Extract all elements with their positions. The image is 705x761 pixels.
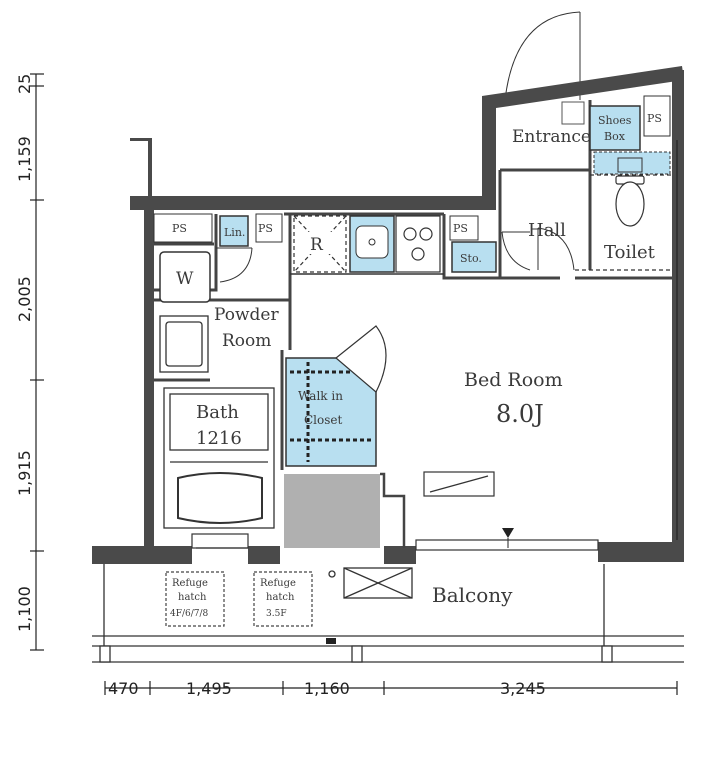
- bath-size-label: 1216: [196, 428, 242, 449]
- entrance-label: Entrance: [512, 127, 591, 147]
- bathtub-room: [163, 387, 275, 529]
- refrigerator-label: R: [310, 235, 324, 255]
- ps-label-hall: PS: [453, 222, 468, 235]
- balcony-posts: [99, 645, 613, 663]
- toilet-counter: [593, 151, 671, 175]
- storage-closet: [451, 241, 497, 273]
- ac-unit: [423, 471, 495, 497]
- closet-door: [335, 325, 387, 393]
- stair-step-wall: [380, 472, 406, 548]
- toilet-bowl: [615, 175, 645, 227]
- ps-label-left: PS: [172, 222, 187, 235]
- ps-box-middle: [255, 213, 283, 243]
- powder-room-door: [216, 247, 253, 283]
- shoes-box-label-1: Shoes: [598, 114, 632, 127]
- walk-in-closet: [285, 357, 377, 467]
- dim-h-3245: 3,245: [500, 679, 546, 698]
- ps-label-middle: PS: [258, 222, 273, 235]
- dim-h-1160: 1,160: [304, 679, 350, 698]
- balcony-outline: [92, 564, 684, 663]
- stove: [395, 215, 441, 273]
- hatch-left-line1: Refuge: [172, 578, 208, 589]
- ps-label-top-right: PS: [647, 112, 662, 125]
- hatch-right-line2: hatch: [266, 592, 295, 603]
- bed-room-size: 8.0J: [496, 400, 544, 428]
- dim-v-2005: 2,005: [15, 276, 34, 322]
- shoes-box-label-2: Box: [604, 130, 626, 143]
- hall-label: Hall: [528, 220, 566, 241]
- bed-room-label: Bed Room: [464, 369, 563, 391]
- bottom-windows: [191, 533, 599, 551]
- dim-h-1495: 1,495: [186, 679, 232, 698]
- kitchen-sink: [349, 215, 395, 273]
- entrance-step: [561, 101, 585, 125]
- hatch-left-line2: hatch: [178, 592, 207, 603]
- dim-v-1915: 1,915: [15, 450, 34, 496]
- ps-box-left: [153, 213, 213, 243]
- storage-label: Sto.: [460, 252, 482, 265]
- hatch-right-line3: 3.5F: [266, 609, 287, 619]
- hatch-left-line3: 4F/6/7/8: [170, 609, 209, 619]
- powder-room-label-1: Powder: [214, 305, 279, 325]
- exterior-walls: [92, 66, 684, 564]
- linen-label: Lin.: [224, 226, 245, 239]
- bath-label: Bath: [196, 402, 239, 423]
- powder-room-label-2: Room: [222, 331, 271, 351]
- ps-box-top-right: [643, 95, 671, 137]
- toilet-label: Toilet: [604, 242, 656, 263]
- shoes-box: [589, 105, 641, 151]
- hatch-right-line1: Refuge: [260, 578, 296, 589]
- hall-door-left: [501, 231, 531, 271]
- drain-marker: [326, 638, 336, 644]
- walk-in-closet-label-2: Closet: [304, 413, 343, 427]
- linen-closet: [219, 215, 249, 247]
- gray-floor-area: [284, 474, 380, 548]
- outdoor-ac-unit: [328, 567, 413, 599]
- ps-box-hall: [449, 215, 479, 241]
- refuge-hatch-left: [165, 571, 225, 627]
- dim-v-1100: 1,100: [15, 586, 34, 632]
- washer: [159, 251, 211, 303]
- vertical-dimension-line: [30, 73, 44, 651]
- toilet-tank: [617, 157, 643, 173]
- refuge-hatch-right: [253, 571, 313, 627]
- dim-v-25: 25: [15, 74, 34, 94]
- hall-door: [537, 227, 575, 271]
- walk-in-closet-label-1: Walk in: [298, 389, 343, 403]
- dashed-boundaries: [575, 174, 672, 271]
- window-marker: [502, 528, 514, 538]
- vanity-sink: [159, 315, 209, 373]
- dim-h-470: 470: [108, 679, 139, 698]
- dim-v-1159: 1,159: [15, 136, 34, 182]
- horizontal-dimension-line: [104, 681, 678, 695]
- balcony-label: Balcony: [432, 583, 513, 607]
- refrigerator-label-bg: [306, 232, 332, 254]
- washer-label: W: [176, 269, 194, 289]
